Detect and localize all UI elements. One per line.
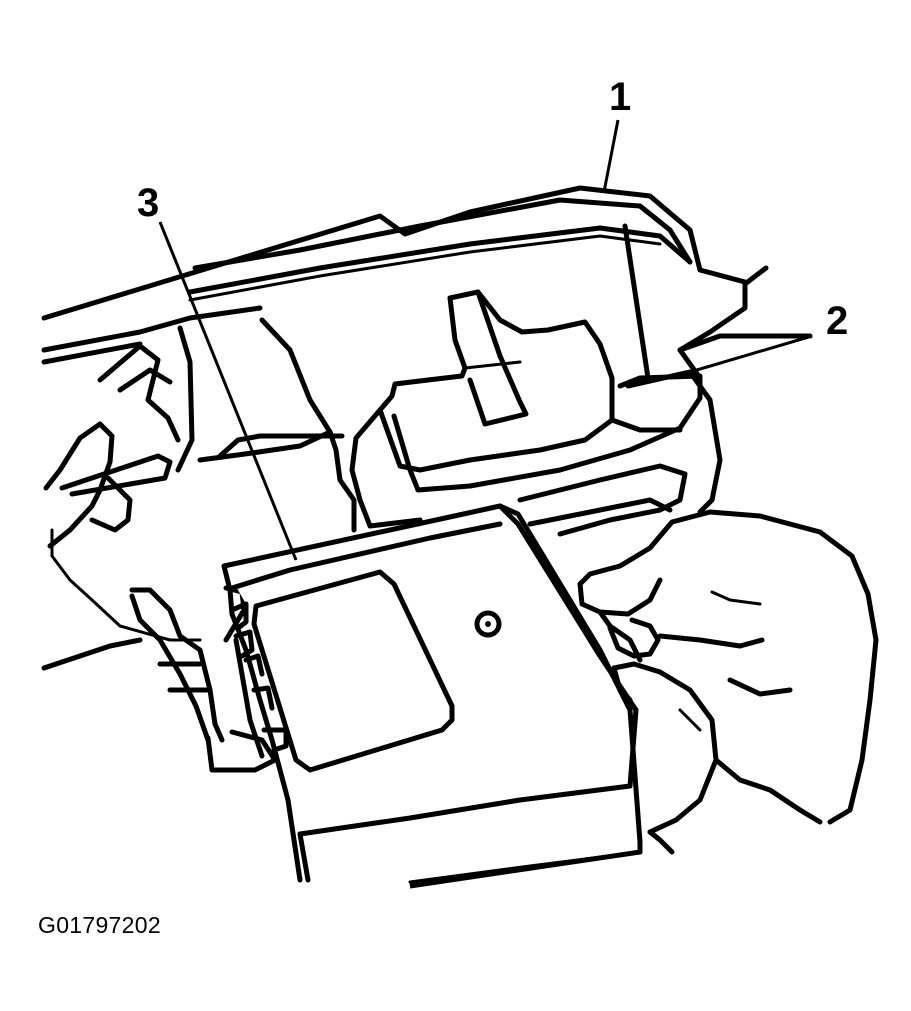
wiring-area xyxy=(41,317,357,773)
leader-line-3 xyxy=(158,221,298,561)
callout-3: 3 xyxy=(137,181,159,225)
dash-panel xyxy=(41,185,769,381)
bracket xyxy=(349,289,813,537)
control-module xyxy=(221,503,643,889)
hand xyxy=(577,509,879,855)
leader-line-1 xyxy=(602,119,620,193)
callout-2: 2 xyxy=(826,299,848,343)
leader-line-2 xyxy=(689,334,813,374)
callout-1: 1 xyxy=(609,75,631,119)
figure-id: G01797202 xyxy=(38,912,161,938)
leader-lines xyxy=(158,119,813,561)
